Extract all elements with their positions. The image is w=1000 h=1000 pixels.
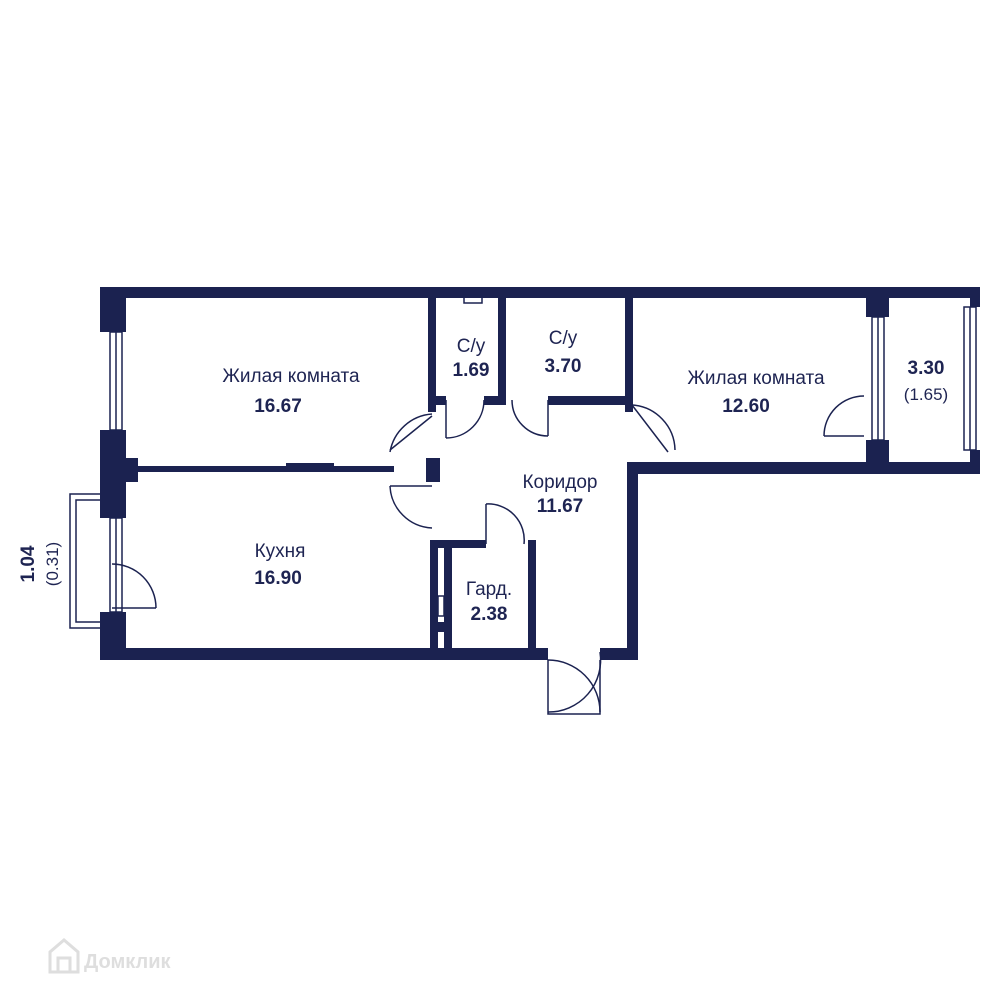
window-balcony (963, 306, 977, 451)
walls (100, 287, 980, 660)
room-area: 3.70 (545, 356, 582, 377)
room-corridor: Коридор 11.67 (522, 472, 597, 517)
balcony-area: 3.30 (908, 358, 945, 379)
room-living-room-1: Жилая комната 16.67 (222, 366, 360, 417)
balcony-area: 1.04 (18, 545, 39, 582)
room-bathroom-2: С/у 3.70 (545, 328, 582, 377)
room-name: Жилая комната (687, 368, 825, 389)
door-balcony-left (111, 563, 157, 609)
room-area: 1.69 (453, 360, 490, 381)
room-name: Гард. (466, 579, 512, 600)
door-balcony-right (823, 395, 865, 437)
watermark-text: Домклик (84, 951, 171, 973)
room-kitchen: Кухня 16.90 (254, 541, 305, 589)
window-living-room-2 (871, 316, 885, 441)
watermark: Домклик (48, 938, 171, 974)
room-wardrobe: Гард. 2.38 (466, 579, 512, 625)
house-logo-icon (48, 938, 80, 974)
door-living-room-2 (631, 404, 676, 453)
door-wardrobe (485, 503, 525, 545)
room-bathroom-1: С/у 1.69 (453, 336, 490, 381)
room-area: 16.90 (254, 568, 302, 589)
room-area: 12.60 (722, 396, 770, 417)
room-living-room-2: Жилая комната 12.60 (687, 368, 825, 417)
room-area: 2.38 (471, 604, 508, 625)
room-name: С/у (549, 328, 578, 349)
room-name: Жилая комната (222, 366, 360, 387)
room-name: С/у (457, 336, 486, 357)
door-entrance (547, 651, 602, 715)
window-living-room-1 (109, 331, 123, 431)
door-bathroom-1 (445, 399, 485, 439)
balcony-right: 3.30 (1.65) (904, 358, 948, 404)
balcony-reduced-area: (1.65) (904, 385, 948, 404)
balcony-left: 1.04 (0.31) (18, 542, 62, 586)
windows (69, 306, 977, 629)
doors (111, 294, 865, 715)
room-name: Коридор (522, 472, 597, 493)
room-name: Кухня (255, 541, 306, 562)
door-living-room-1 (389, 413, 433, 453)
room-area: 11.67 (537, 496, 584, 517)
door-kitchen (389, 485, 433, 529)
balcony-reduced-area: (0.31) (43, 542, 62, 586)
room-area: 16.67 (254, 396, 302, 417)
door-bathroom-2 (511, 399, 549, 437)
balcony-left-frame (69, 493, 100, 629)
